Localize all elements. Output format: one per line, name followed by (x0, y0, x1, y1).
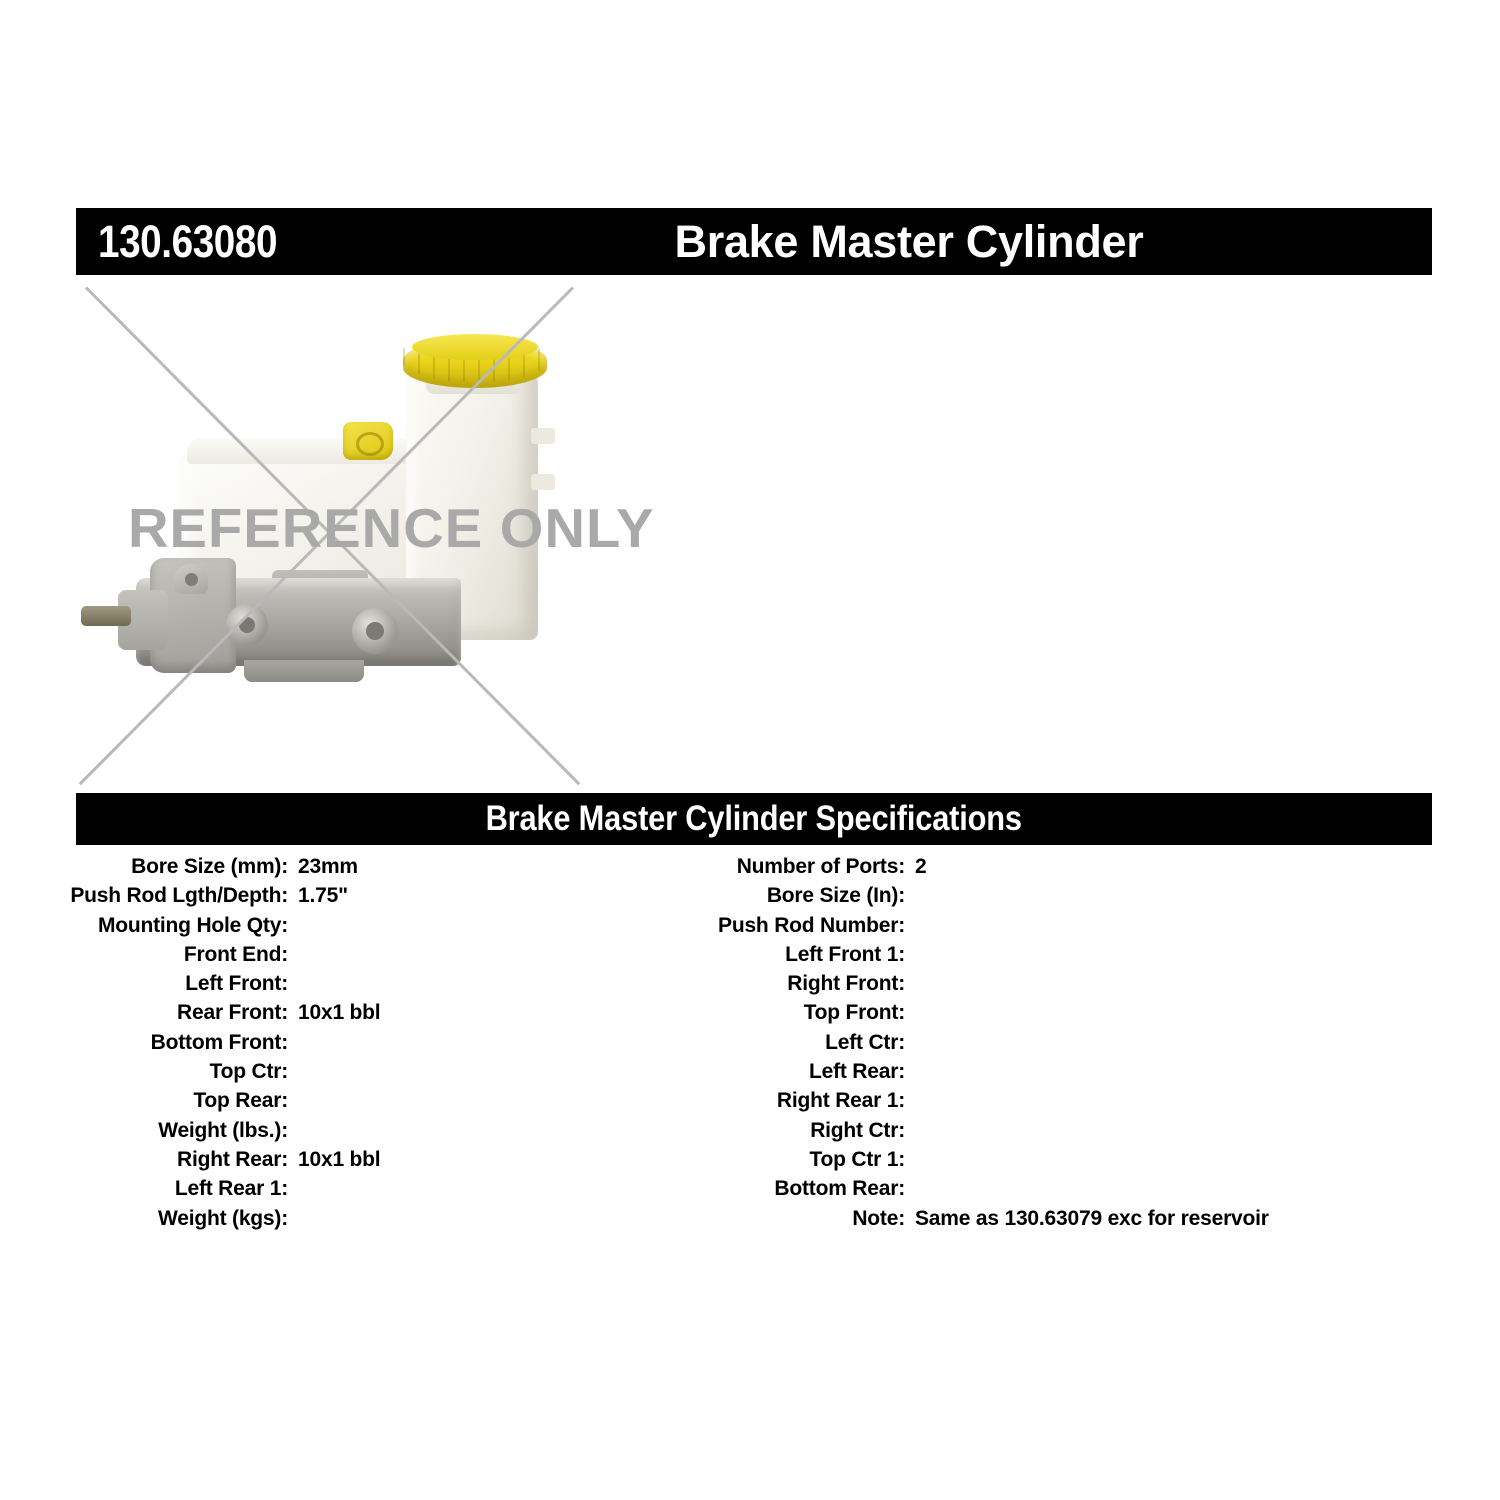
spec-row: Bore Size (In): (617, 884, 1397, 913)
reservoir-tab-upper (531, 428, 555, 444)
spec-label: Right Rear: (177, 1147, 288, 1171)
spec-label: Bore Size (In): (766, 884, 905, 908)
spec-label: Top Ctr: (209, 1060, 289, 1084)
spec-row: Top Front: (617, 1001, 1397, 1030)
spec-label: Right Front: (787, 972, 905, 996)
spec-row: Top Ctr 1: (617, 1148, 1397, 1177)
spec-row: Right Ctr: (617, 1119, 1397, 1148)
spec-label: Left Front: (185, 972, 288, 996)
product-photo: REFERENCE ONLY (76, 278, 654, 786)
spec-label: Top Front: (803, 1001, 906, 1025)
spec-row: Weight (kgs): (0, 1207, 660, 1236)
spec-row: Top Rear: (0, 1089, 660, 1118)
spec-label: Weight (lbs.): (158, 1118, 288, 1142)
cylinder-foot (244, 660, 364, 682)
spec-label: Weight (kgs): (157, 1206, 288, 1230)
spec-label: Left Rear: (808, 1060, 905, 1084)
spec-row: Number of Ports: 2 (617, 855, 1397, 884)
push-rod (81, 606, 131, 626)
spec-label: Note: (852, 1206, 905, 1230)
spec-row: Push Rod Number: (617, 914, 1397, 943)
spec-row: Left Ctr: (617, 1031, 1397, 1060)
spec-row: Left Rear 1: (0, 1177, 660, 1206)
spec-label: Right Ctr: (810, 1118, 905, 1142)
spec-label: Top Rear: (193, 1089, 288, 1113)
spec-row: Note: Same as 130.63079 exc for reservoir (617, 1207, 1397, 1236)
specifications-header-bar: Brake Master Cylinder Specifications (76, 793, 1432, 845)
spec-row: Right Rear 1: (617, 1089, 1397, 1118)
spec-row: Rear Front: 10x1 bbl (0, 1001, 660, 1030)
part-number: 130.63080 (98, 215, 278, 267)
spec-value: 23mm (298, 855, 358, 878)
page-title: Brake Master Cylinder (674, 215, 1144, 267)
spec-value: 10x1 bbl (298, 1001, 381, 1025)
spec-row: Mounting Hole Qty: (0, 914, 660, 943)
spec-label: Bottom Rear: (774, 1177, 905, 1201)
spec-row: Bottom Rear: (617, 1177, 1397, 1206)
spec-row: Bottom Front: (0, 1031, 660, 1060)
spec-row: Front End: (0, 943, 660, 972)
spec-label: Left Front 1: (785, 942, 905, 966)
spec-label: Bore Size (mm): (131, 855, 288, 878)
reservoir-cap-top (412, 334, 538, 360)
spec-label: Right Rear 1: (776, 1089, 905, 1113)
reference-only-watermark: REFERENCE ONLY (128, 497, 655, 559)
spec-value: 10x1 bbl (298, 1147, 381, 1171)
spec-label: Mounting Hole Qty: (97, 913, 288, 937)
reservoir-tab-lower (531, 474, 555, 490)
spec-row: Bore Size (mm): 23mm (0, 855, 660, 884)
spec-value: 1.75" (298, 884, 348, 908)
spec-label: Top Ctr 1: (809, 1147, 905, 1171)
spec-value: Same as 130.63079 exc for reservoir (915, 1206, 1269, 1230)
spec-label: Front End: (183, 942, 288, 966)
spec-row: Push Rod Lgth/Depth: 1.75" (0, 884, 660, 913)
spec-label: Rear Front: (177, 1001, 288, 1025)
fluid-level-sensor-icon (343, 422, 393, 460)
spec-row: Weight (lbs.): (0, 1119, 660, 1148)
outlet-port-front (226, 604, 268, 646)
mounting-ear (174, 564, 208, 594)
outlet-port-rear (352, 608, 398, 654)
spec-value: 2 (915, 855, 927, 878)
spec-label: Left Rear 1: (174, 1177, 288, 1201)
spec-row: Left Rear: (617, 1060, 1397, 1089)
spec-row: Left Front 1: (617, 943, 1397, 972)
spec-row: Left Front: (0, 972, 660, 1001)
spec-label: Push Rod Lgth/Depth: (70, 884, 288, 908)
specifications-title: Brake Master Cylinder Specifications (485, 799, 1023, 838)
spec-row: Top Ctr: (0, 1060, 660, 1089)
header-bar: 130.63080 Brake Master Cylinder (76, 208, 1432, 275)
product-image-area: REFERENCE ONLY (76, 278, 1432, 786)
spec-row: Right Rear: 10x1 bbl (0, 1148, 660, 1177)
spec-label: Bottom Front: (150, 1030, 289, 1054)
spec-label: Push Rod Number: (718, 913, 905, 937)
spec-label: Left Ctr: (825, 1030, 905, 1054)
spec-label: Number of Ports: (736, 855, 906, 878)
spec-row: Right Front: (617, 972, 1397, 1001)
